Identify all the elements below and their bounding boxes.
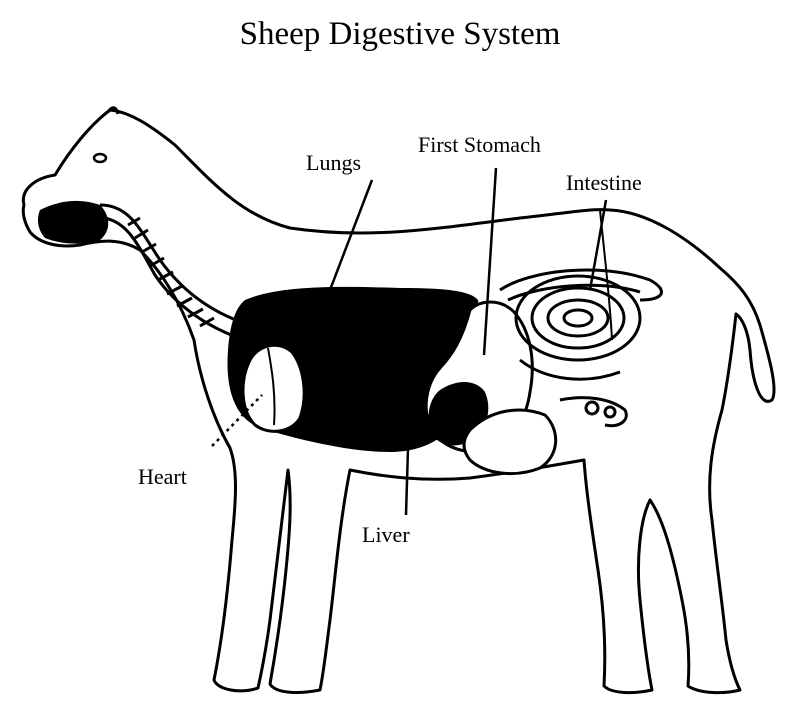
trachea-rings xyxy=(127,216,215,328)
abomasum-shape xyxy=(462,408,558,475)
sheep-body-outline xyxy=(21,108,776,695)
label-heart: Heart xyxy=(138,464,187,489)
ear-outline xyxy=(106,106,120,115)
first-stomach-leader-line xyxy=(482,167,498,356)
liver-leader-line xyxy=(404,447,410,516)
trachea-outline xyxy=(103,216,263,347)
heart-leader-line xyxy=(211,394,263,447)
heart-detail xyxy=(267,347,276,426)
label-lungs: Lungs xyxy=(306,150,361,175)
label-liver: Liver xyxy=(362,522,410,547)
diagram-title: Sheep Digestive System xyxy=(239,16,561,52)
label-first-stomach: First Stomach xyxy=(418,132,541,157)
lungs-leader-line xyxy=(328,179,374,291)
rectum-detail xyxy=(559,396,628,428)
intestine-coils xyxy=(499,268,663,381)
mouth-region xyxy=(37,200,109,244)
intestine-leader-line xyxy=(588,199,608,291)
label-intestine: Intestine xyxy=(566,170,642,195)
eye-icon xyxy=(92,152,108,164)
